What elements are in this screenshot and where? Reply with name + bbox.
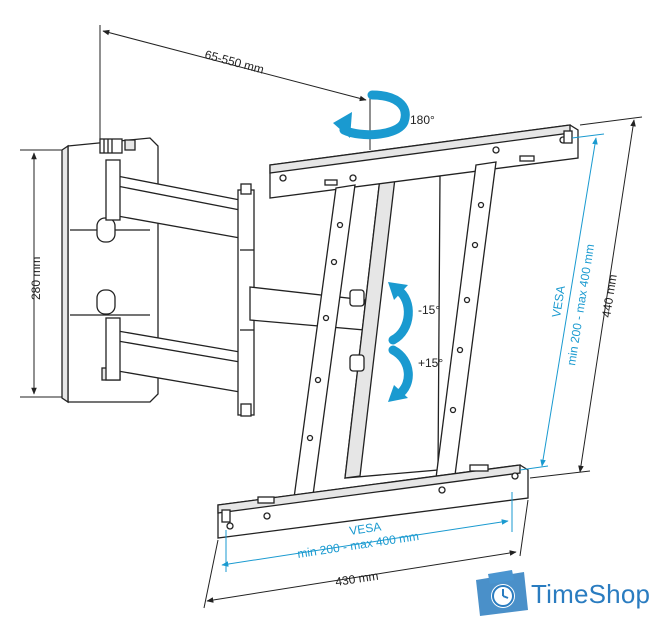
arm-extension-dimension: 65-550 mm <box>99 25 371 150</box>
wall-height-dimension: 280 mm <box>20 149 62 398</box>
brand-name: TimeShop <box>531 579 651 609</box>
plate-width-label: 430 mm <box>334 569 379 589</box>
tilt-indicator: -15° +15° <box>388 282 443 402</box>
rotation-arrow-icon <box>333 112 352 138</box>
tilt-column <box>344 175 441 479</box>
wall-height-label: 280 mm <box>29 257 43 300</box>
tilt-down-arrow-icon <box>388 385 408 402</box>
tilt-up-label: -15° <box>418 303 440 317</box>
timeshop-logo-icon <box>476 570 528 616</box>
vesa-vertical-title: VESA <box>549 285 568 319</box>
plate-height-label: 440 mm <box>599 273 620 318</box>
vesa-horizontal-title: VESA <box>348 519 382 538</box>
tilt-down-label: +15° <box>418 356 443 370</box>
rotation-label: 180° <box>410 113 435 127</box>
plate-width-dimension: 430 mm <box>203 499 529 609</box>
vesa-vertical-range: min 200 - max 400 mm <box>564 243 597 366</box>
arm-extension-label: 65-550 mm <box>203 47 265 76</box>
vesa-vertical-dimension: VESA min 200 - max 400 mm <box>519 133 605 471</box>
top-rail <box>269 124 579 199</box>
rotation-indicator: 180° <box>333 90 435 140</box>
tilt-up-arrow-icon <box>388 282 408 300</box>
